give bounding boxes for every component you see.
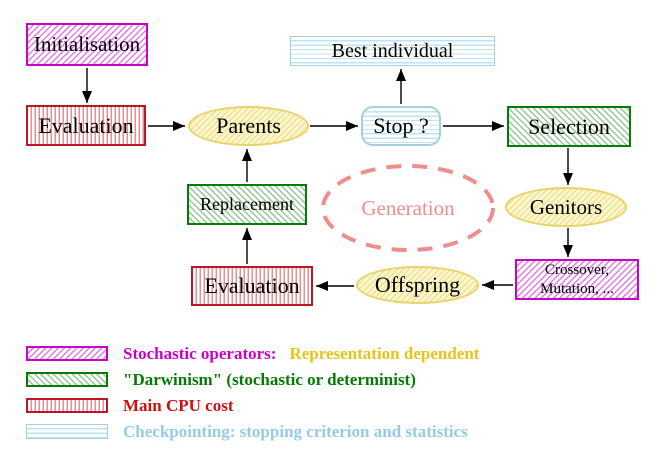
node-best-individual: Best individual [290, 36, 495, 66]
legend-label-checkpointing: Checkpointing: stopping criterion and st… [123, 422, 468, 441]
legend-label-representation: Representation dependent [289, 344, 480, 363]
node-genitors: Genitors [505, 187, 627, 227]
node-stop: Stop ? [361, 106, 441, 146]
node-selection: Selection [507, 106, 631, 147]
legend-label-cpu-cost: Main CPU cost [123, 396, 234, 415]
node-replacement: Replacement [187, 184, 307, 225]
generation-label: Generation [361, 196, 455, 220]
legend-label-darwinism: "Darwinism" (stochastic or determinist) [123, 370, 416, 389]
legend-row-darwinism: "Darwinism" (stochastic or determinist) [26, 370, 479, 389]
cyan-hatch-swatch [26, 424, 108, 439]
node-crossover-mutation: Crossover, Mutation, ... [515, 259, 639, 300]
crossover-line2: Mutation, ... [540, 280, 614, 297]
legend-row-cpu-cost: Main CPU cost [26, 396, 479, 415]
generation-dashed-ellipse [321, 164, 495, 252]
legend: Stochastic operators: Representation dep… [26, 344, 480, 450]
legend-row-checkpointing: Checkpointing: stopping criterion and st… [26, 422, 479, 441]
node-parents: Parents [188, 106, 309, 146]
legend-row-stochastic-operators: Stochastic operators: Representation dep… [26, 344, 480, 363]
node-evaluation-bottom: Evaluation [191, 266, 313, 306]
crossover-line1: Crossover, [545, 261, 609, 278]
node-offspring: Offspring [356, 266, 479, 304]
magenta-hatch-swatch [26, 346, 108, 361]
red-hatch-swatch [26, 398, 108, 413]
green-hatch-swatch [26, 372, 108, 387]
legend-label-stochastic: Stochastic operators: [123, 344, 277, 363]
node-initialisation: Initialisation [26, 23, 148, 66]
node-evaluation-top: Evaluation [26, 105, 146, 146]
